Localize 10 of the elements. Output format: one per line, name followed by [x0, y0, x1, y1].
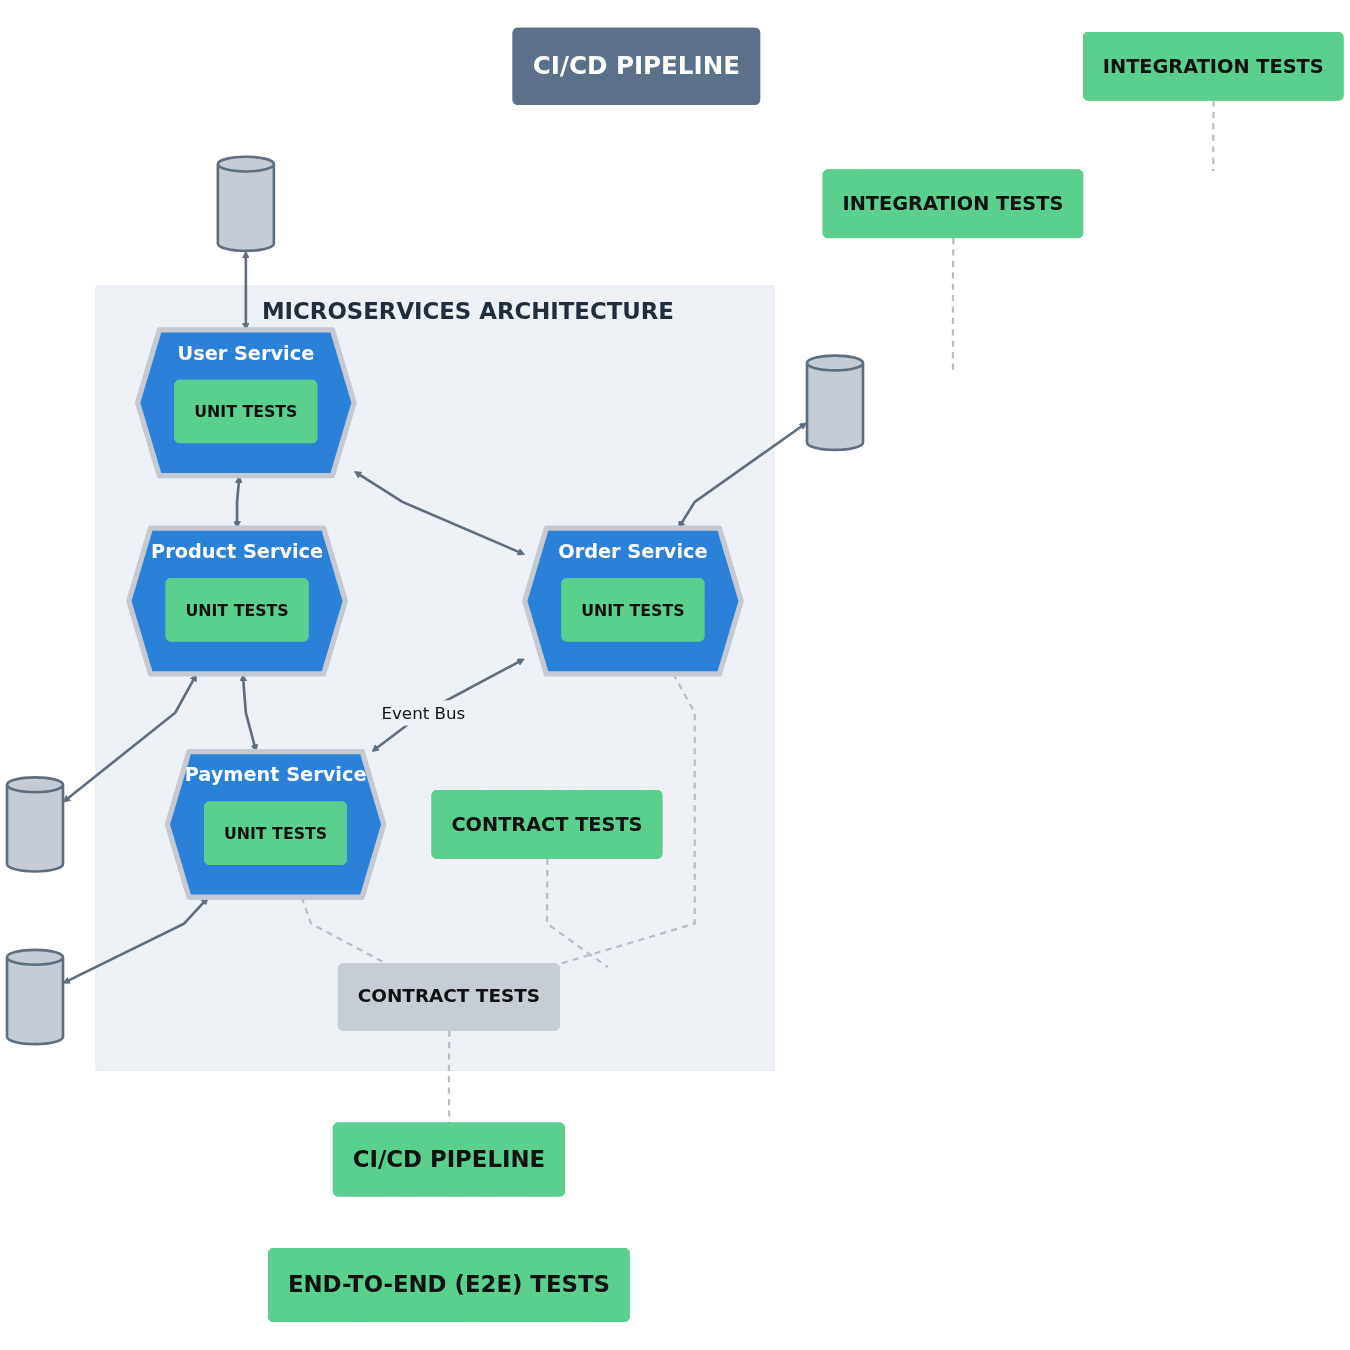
node-cylinder [5, 948, 65, 1046]
arrow [354, 471, 526, 556]
edge-label: Event Bus [381, 702, 466, 723]
node-cylinder [5, 776, 65, 873]
arrow [371, 658, 525, 752]
node-cylinder [216, 155, 276, 253]
connector [545, 858, 609, 969]
node-cylinder [805, 354, 865, 452]
connector [951, 238, 955, 371]
connector [1212, 100, 1215, 172]
